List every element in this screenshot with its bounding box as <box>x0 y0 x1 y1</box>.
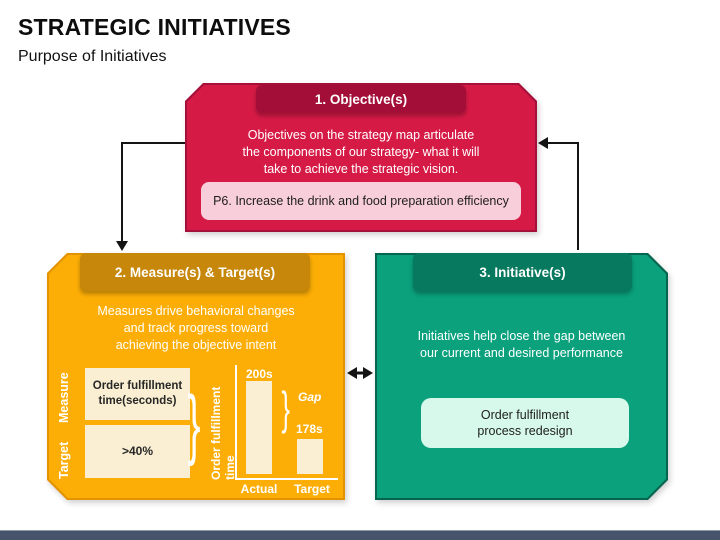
slide-subtitle: Purpose of Initiatives <box>18 48 167 65</box>
measure-header: 2. Measure(s) & Target(s) <box>80 253 310 291</box>
measure-body: Measures drive behavioral changes and tr… <box>97 304 295 352</box>
slide-title: STRATEGIC INITIATIVES <box>18 14 291 40</box>
initiative-box-fill: Initiatives help close the gap between o… <box>377 255 666 498</box>
objective-body: Objectives on the strategy map articulat… <box>242 128 480 176</box>
gap-brace: } <box>281 382 290 434</box>
chart-ylabel: Order fulfillment time <box>209 386 237 480</box>
target-value-panel: >40% <box>85 425 190 478</box>
bar-actual <box>246 381 272 474</box>
objective-header: 1. Objective(s) <box>256 85 466 113</box>
arrowhead-right-2 <box>363 367 373 379</box>
actual-value-label: 200s <box>246 367 273 381</box>
chart-xaxis <box>235 478 338 480</box>
arrowhead-left-2 <box>347 367 357 379</box>
xtick-target: Target <box>294 482 330 496</box>
xtick-actual: Actual <box>240 482 278 496</box>
arrowhead-down <box>116 241 128 251</box>
measure-box-fill: Measures drive behavioral changes and tr… <box>49 255 343 498</box>
arrow-initiative-to-objective <box>547 142 579 250</box>
objective-callout: P6. Increase the drink and food preparat… <box>201 182 521 220</box>
initiative-body: Initiatives help close the gap between o… <box>417 329 626 360</box>
measure-box: Measures drive behavioral changes and tr… <box>47 253 345 500</box>
initiative-callout: Order fulfillment process redesign <box>421 398 629 448</box>
measure-row-label: Measure <box>57 372 71 423</box>
initiative-box: Initiatives help close the gap between o… <box>375 253 668 500</box>
arrow-objective-to-measure <box>121 142 185 242</box>
target-value-label: 178s <box>296 422 323 436</box>
target-row-label: Target <box>57 441 71 479</box>
chart-yaxis <box>235 365 237 480</box>
initiative-header: 3. Initiative(s) <box>413 253 632 291</box>
footer-bar <box>0 530 720 540</box>
measure-value-panel: Order fulfillment time(seconds) <box>85 368 190 420</box>
arrowhead-left <box>538 137 548 149</box>
bar-target <box>297 439 323 474</box>
gap-label: Gap <box>298 390 322 404</box>
objective-box: Objectives on the strategy map articulat… <box>185 83 537 232</box>
